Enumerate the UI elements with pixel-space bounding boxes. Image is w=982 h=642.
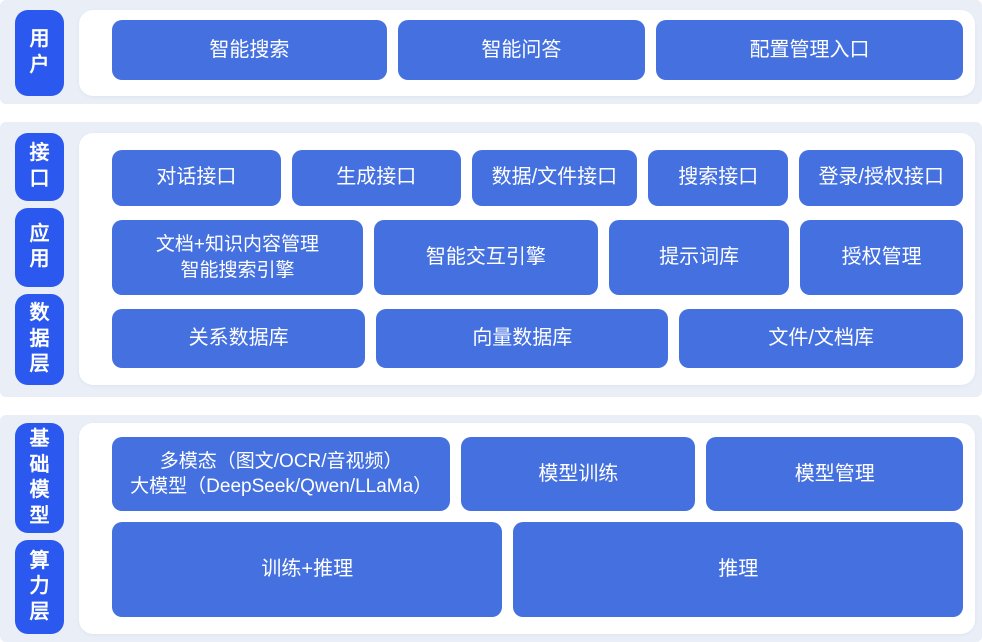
box-label: 模型训练	[538, 462, 619, 485]
box-label: 智能问答	[481, 38, 562, 61]
box-multimodal-llm: 多模态（图文/OCR/音视频） 大模型（DeepSeek/Qwen/LLaMa）	[112, 437, 451, 512]
box-doc-knowledge-mgmt-search-engine: 文档+知识内容管理 智能搜索引擎	[112, 219, 363, 296]
layer-pill-interface: 接口	[15, 133, 64, 201]
box-training-inference: 训练+推理	[112, 522, 503, 617]
box-inference: 推理	[513, 522, 963, 617]
box-search-api: 搜索接口	[648, 150, 789, 206]
box-prompt-library: 提示词库	[608, 219, 790, 296]
box-label-line1: 多模态（图文/OCR/音视频）	[159, 450, 403, 472]
panel-foundation: 多模态（图文/OCR/音视频） 大模型（DeepSeek/Qwen/LLaMa）…	[79, 423, 975, 634]
box-config-admin-entry: 配置管理入口	[656, 20, 963, 80]
box-label: 搜索接口	[678, 166, 759, 189]
band-foundation-layers: 基础模型 算力层 多模态（图文/OCR/音视频） 大模型（DeepSeek/Qw…	[0, 415, 982, 642]
box-model-training: 模型训练	[461, 437, 696, 512]
layer-pill-application: 应用	[15, 207, 64, 288]
layer-pill-user: 用户	[15, 10, 64, 96]
pill-column-middle: 接口 应用 数据层	[15, 133, 64, 385]
box-label: 文件/文档库	[768, 327, 874, 350]
layer-pill-label: 算力层	[29, 549, 50, 623]
panel-middle: 对话接口 生成接口 数据/文件接口 搜索接口 登录/授权接口 文档+知识内容管理	[79, 133, 975, 385]
layer-pill-label: 应用	[29, 222, 50, 271]
box-label: 向量数据库	[472, 327, 573, 350]
box-label: 提示词库	[659, 246, 740, 269]
box-label: 智能搜索	[209, 38, 290, 61]
row-user-apps: 智能搜索 智能问答 配置管理入口	[112, 20, 963, 80]
band-user-layer: 用户 智能搜索 智能问答 配置管理入口	[0, 0, 982, 104]
layer-pill-label: 基础模型	[29, 428, 50, 527]
row-models: 多模态（图文/OCR/音视频） 大模型（DeepSeek/Qwen/LLaMa）…	[112, 437, 963, 512]
box-interactive-engine: 智能交互引擎	[373, 219, 598, 296]
box-label: 训练+推理	[261, 558, 354, 581]
box-label: 模型管理	[794, 462, 875, 485]
box-file-doc-store: 文件/文档库	[679, 309, 963, 368]
box-smart-search: 智能搜索	[112, 20, 387, 80]
box-data-file-api: 数据/文件接口	[471, 150, 638, 206]
box-label: 推理	[718, 558, 759, 581]
box-auth-mgmt: 授权管理	[800, 219, 963, 296]
box-label-line2: 智能搜索引擎	[180, 259, 295, 281]
panel-user: 智能搜索 智能问答 配置管理入口	[79, 10, 975, 96]
layer-pill-data: 数据层	[15, 294, 64, 385]
box-label: 智能交互引擎	[425, 246, 546, 269]
box-label: 授权管理	[841, 246, 922, 269]
box-label: 登录/授权接口	[818, 166, 944, 189]
pill-column-foundation: 基础模型 算力层	[15, 423, 64, 634]
layer-pill-label: 数据层	[29, 302, 50, 376]
layer-pill-foundation-model: 基础模型	[15, 423, 64, 534]
box-label-line2: 大模型（DeepSeek/Qwen/LLaMa）	[130, 476, 433, 498]
box-label: 关系数据库	[188, 327, 289, 350]
layer-pill-label: 用户	[29, 28, 50, 76]
layer-pill-compute: 算力层	[15, 540, 64, 634]
band-middle-layers: 接口 应用 数据层 对话接口 生成接口 数据/文件接口 搜	[0, 122, 982, 397]
box-relational-db: 关系数据库	[112, 309, 366, 368]
row-interfaces: 对话接口 生成接口 数据/文件接口 搜索接口 登录/授权接口	[112, 150, 963, 206]
box-login-auth-api: 登录/授权接口	[799, 150, 963, 206]
box-smart-qa: 智能问答	[397, 20, 646, 80]
layer-pill-label: 接口	[29, 142, 50, 190]
box-label: 生成接口	[336, 166, 417, 189]
box-dialog-api: 对话接口	[112, 150, 281, 206]
box-label: 对话接口	[156, 166, 237, 189]
box-vector-db: 向量数据库	[376, 309, 669, 368]
row-compute: 训练+推理 推理	[112, 522, 963, 617]
box-label: 配置管理入口	[749, 38, 870, 61]
box-label: 数据/文件接口	[491, 166, 618, 189]
row-data-stores: 关系数据库 向量数据库 文件/文档库	[112, 309, 963, 368]
box-label-line1: 文档+知识内容管理	[155, 233, 320, 255]
row-applications: 文档+知识内容管理 智能搜索引擎 智能交互引擎 提示词库 授权管理	[112, 219, 963, 296]
box-generation-api: 生成接口	[291, 150, 461, 206]
box-model-mgmt: 模型管理	[706, 437, 963, 512]
pill-column-user: 用户	[15, 10, 64, 96]
